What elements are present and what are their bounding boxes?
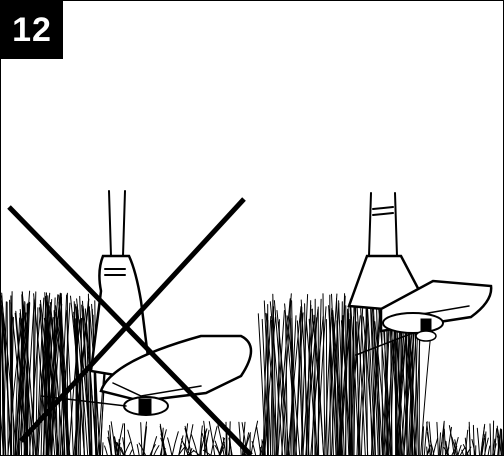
correct-technique-scene (258, 193, 503, 455)
cutting-head-right (383, 313, 443, 333)
trimmer-shaft-left (109, 191, 111, 256)
grass-left-background (1, 291, 110, 455)
spool-knob-left (139, 399, 151, 415)
trimmer-shaft-right (369, 193, 371, 256)
